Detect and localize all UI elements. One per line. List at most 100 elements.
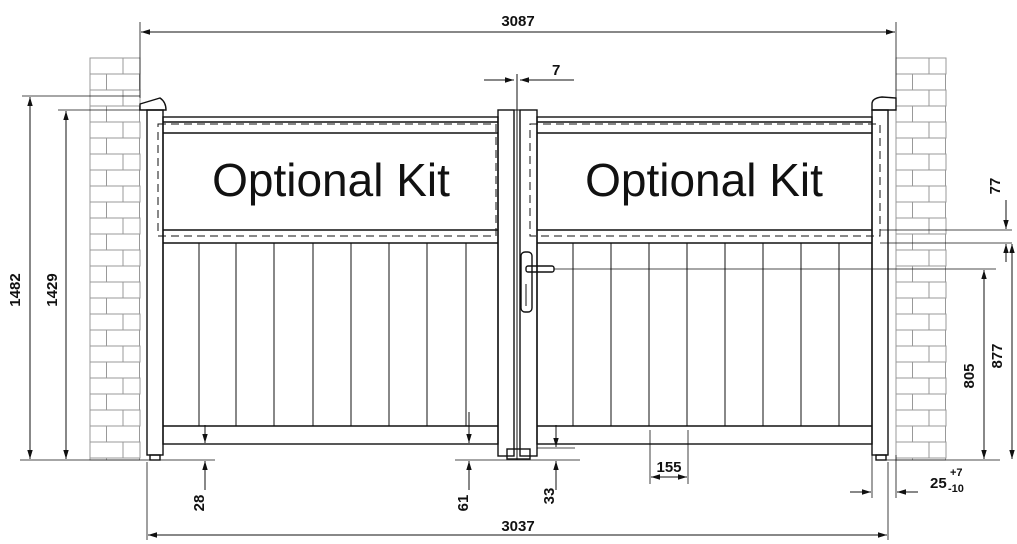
brick — [106, 425, 140, 443]
brick — [895, 361, 913, 379]
brick — [895, 297, 913, 315]
dim-slat-spacing-label: 155 — [656, 459, 681, 476]
brick — [895, 217, 930, 235]
brick — [895, 265, 913, 283]
dim-bottom-right-label: 33 — [541, 488, 558, 505]
brick — [122, 217, 141, 235]
right-kit-dashed-outline — [529, 123, 881, 237]
brick — [122, 153, 141, 171]
brick — [89, 57, 124, 75]
left-brick-pillar — [89, 57, 141, 461]
left-post — [146, 109, 164, 456]
brick — [89, 377, 124, 395]
dim-handle-upper-label: 877 — [989, 343, 1006, 368]
brick — [122, 441, 141, 459]
brick — [106, 73, 140, 91]
brick — [895, 329, 913, 347]
brick — [89, 313, 124, 331]
brick — [106, 105, 140, 123]
brick — [106, 297, 140, 315]
brick — [89, 233, 107, 251]
brick — [89, 441, 124, 459]
brick — [122, 89, 141, 107]
right-slats — [572, 243, 840, 426]
brick — [89, 281, 124, 299]
brick — [89, 361, 107, 379]
brick — [89, 249, 124, 267]
brick — [122, 313, 141, 331]
brick — [89, 169, 107, 187]
brick — [895, 73, 913, 91]
dim-bottom-right: 33 — [537, 425, 575, 504]
right-post-cap — [871, 96, 897, 111]
brick — [89, 297, 107, 315]
brick — [928, 345, 947, 363]
brick — [928, 217, 947, 235]
brick — [912, 201, 946, 219]
brick — [106, 201, 140, 219]
right-post-foot — [875, 454, 887, 461]
dim-ground-gap-minus: -10 — [948, 483, 964, 495]
brick — [122, 377, 141, 395]
dim-ground-gap-label: 25 — [930, 475, 947, 492]
brick — [912, 137, 946, 155]
dim-gate-width: 3037 — [146, 462, 889, 540]
brick — [89, 425, 107, 443]
right-post — [871, 109, 889, 456]
dim-height-inner-label: 1429 — [44, 273, 61, 306]
right-gate-leaf — [529, 116, 881, 445]
brick — [122, 345, 141, 363]
brick — [895, 281, 930, 299]
brick — [895, 201, 913, 219]
dim-height-outer: 1482 — [7, 95, 140, 459]
dim-center-gap-label: 7 — [552, 62, 560, 79]
dim-gate-width-label: 3037 — [501, 518, 534, 535]
brick — [89, 217, 124, 235]
brick — [895, 313, 930, 331]
brick — [928, 121, 947, 139]
brick — [106, 137, 140, 155]
brick — [912, 393, 946, 411]
brick — [928, 249, 947, 267]
brick — [895, 121, 930, 139]
left-kit-dashed-outline — [157, 123, 497, 237]
brick — [89, 201, 107, 219]
dim-overall-width: 3087 — [139, 13, 897, 98]
dim-bottom-rail-label: 28 — [191, 495, 208, 512]
brick — [912, 425, 946, 443]
brick — [89, 121, 124, 139]
brick — [89, 73, 107, 91]
brick — [895, 425, 913, 443]
brick — [895, 153, 930, 171]
brick — [895, 233, 913, 251]
brick — [895, 169, 913, 187]
brick — [912, 329, 946, 347]
dim-handle-lower: 805 — [961, 270, 987, 459]
brick — [895, 137, 913, 155]
brick — [928, 57, 947, 75]
brick — [895, 345, 930, 363]
brick — [928, 185, 947, 203]
right-kit-label: Optional Kit — [585, 154, 823, 206]
brick — [89, 393, 107, 411]
brick — [106, 265, 140, 283]
dim-bottom-center: 61 — [455, 412, 472, 511]
center-drop-bolt — [506, 448, 531, 460]
left-gate-leaf — [157, 116, 499, 445]
brick — [89, 265, 107, 283]
brick — [106, 233, 140, 251]
left-slats — [198, 243, 467, 426]
brick — [928, 281, 947, 299]
brick — [89, 89, 124, 107]
brick — [89, 153, 124, 171]
brick — [912, 233, 946, 251]
dim-bottom-center-label: 61 — [455, 495, 472, 512]
brick — [122, 185, 141, 203]
dim-ground-gap: 25 +7 -10 — [850, 455, 964, 498]
brick — [895, 57, 930, 75]
brick — [89, 105, 107, 123]
brick — [89, 409, 124, 427]
dim-top-kit-label: 77 — [987, 178, 1004, 195]
brick — [122, 281, 141, 299]
